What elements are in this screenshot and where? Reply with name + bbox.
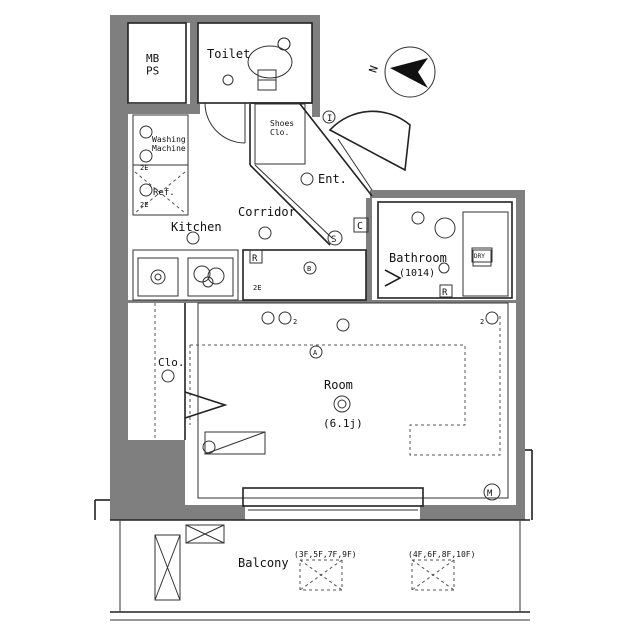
washing-machine-icon (139, 125, 153, 163)
label-2-2: 2 (480, 318, 484, 326)
mark-c: C (357, 221, 363, 232)
label-room: Room (324, 378, 353, 392)
label-bathroom-size: (1014) (399, 268, 435, 279)
bath-icons (411, 211, 492, 267)
mark-m: M (487, 489, 493, 499)
label-corridor: Corridor (238, 205, 296, 219)
mark-s: S (331, 235, 336, 245)
label-balcony: Balcony (238, 556, 289, 570)
label-floors-right: (4F,6F,8F,10F) (408, 550, 475, 559)
label-bathroom: Bathroom (389, 251, 447, 265)
symbol-marks: A B C S R R M I DRY 2E 2E 2E 2 2 (140, 114, 493, 499)
label-2-1: 2 (293, 318, 297, 326)
mark-boxes (249, 217, 501, 501)
mark-i: I (327, 114, 332, 124)
label-toilet: Toilet (207, 47, 250, 61)
north-arrow-icon (384, 46, 436, 98)
label-floors-left: (3F,5F,7F,9F) (294, 550, 357, 559)
mark-r1: R (252, 254, 258, 264)
cooktop-icon (193, 265, 225, 288)
ceiling-light-icon (222, 74, 450, 413)
doors (184, 102, 411, 455)
interior-lines (94, 22, 533, 621)
mark-r2: R (442, 288, 448, 298)
outlet-icon (161, 37, 499, 454)
walls (110, 15, 525, 520)
label-2e-1: 2E (140, 164, 148, 172)
refrigerator-icon (134, 171, 186, 214)
label-2e-3: 2E (253, 284, 261, 292)
label-room-size: (6.1j) (323, 417, 363, 430)
toilet-icon (247, 37, 293, 91)
label-2e-2: 2E (140, 201, 148, 209)
mark-dry: DRY (474, 253, 485, 260)
label-closet: Clo. (158, 356, 185, 369)
mark-a: A (313, 349, 318, 357)
mark-b: B (307, 265, 311, 273)
label-ref: Ref. (153, 188, 175, 198)
compass-label: N (366, 64, 380, 74)
label-entrance: Ent. (318, 172, 347, 186)
label-kitchen: Kitchen (171, 220, 222, 234)
sink-icon (150, 269, 166, 285)
compass: N (366, 46, 436, 98)
